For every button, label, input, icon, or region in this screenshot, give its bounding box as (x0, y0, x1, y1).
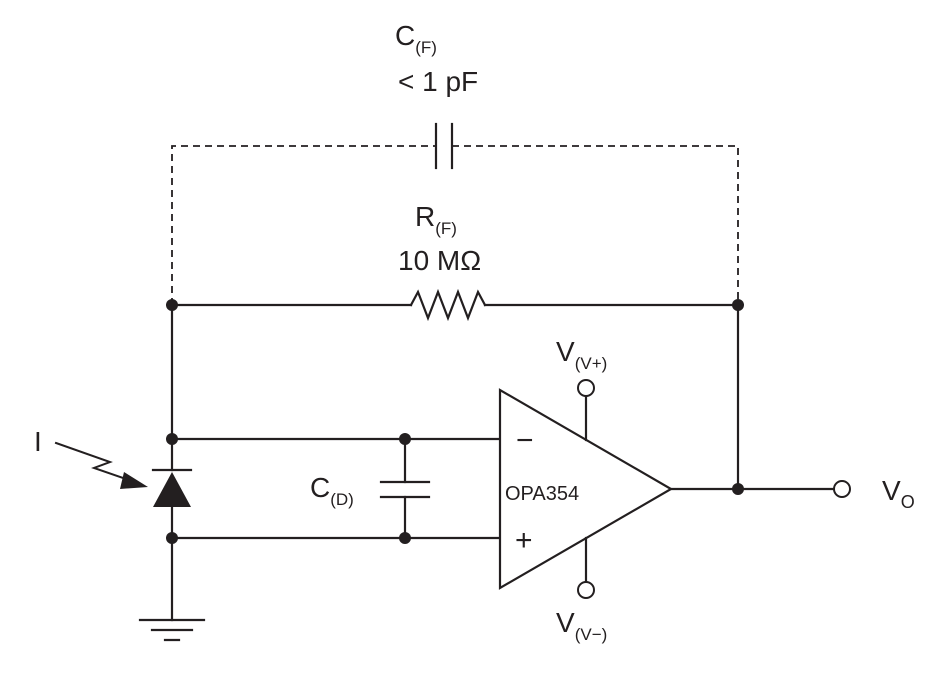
supply-pos-main: V (556, 336, 575, 367)
supply-neg-terminal (577, 581, 595, 599)
photodiode-triangle (153, 472, 191, 507)
cf-dashed-wire-left (171, 145, 436, 305)
photodiode-branch (54, 303, 206, 642)
output-node (669, 303, 851, 498)
supply-pos-terminal (577, 379, 595, 397)
junction-dot (399, 433, 411, 445)
light-arrow-icon (54, 441, 148, 489)
supply-pos-label: V(V+) (556, 336, 607, 373)
output-label-sub: O (901, 492, 915, 512)
supply-neg-label: V(V−) (556, 607, 607, 644)
cd-label-sub: (D) (330, 490, 354, 509)
supply-pos-sub: (V+) (575, 354, 608, 373)
cf-label-main: C (395, 20, 415, 51)
supply-neg-main: V (556, 607, 575, 638)
cf-label: C(F) (395, 20, 437, 57)
feedback-capacitor (171, 122, 739, 305)
cf-dashed-wire-right (452, 145, 739, 305)
rf-label-main: R (415, 201, 435, 232)
rf-zigzag (409, 288, 487, 322)
junction-dot (166, 433, 178, 445)
output-label: VO (882, 475, 915, 512)
junction-dot (166, 532, 178, 544)
cd-label: C(D) (310, 472, 354, 509)
junction-dots (166, 299, 744, 544)
junction-dot (732, 299, 744, 311)
feedback-resistor (170, 288, 740, 322)
junction-dot (399, 532, 411, 544)
opamp-noninverting-symbol: + (515, 524, 533, 557)
opamp (498, 379, 674, 599)
opamp-part-label: OPA354 (505, 483, 579, 505)
ground-icon (138, 618, 206, 642)
rf-value: 10 MΩ (398, 245, 481, 276)
rf-label: R(F) (415, 201, 457, 238)
output-label-main: V (882, 475, 901, 506)
cf-value: < 1 pF (398, 66, 478, 97)
junction-dot (732, 483, 744, 495)
photocurrent-label: I (34, 426, 42, 457)
output-terminal (833, 480, 851, 498)
junction-dot (166, 299, 178, 311)
cf-label-sub: (F) (415, 38, 437, 57)
rf-label-sub: (F) (435, 219, 457, 238)
diode-capacitor (379, 437, 431, 540)
supply-neg-sub: (V−) (575, 625, 608, 644)
opamp-inverting-symbol: − (516, 424, 534, 457)
cd-label-main: C (310, 472, 330, 503)
